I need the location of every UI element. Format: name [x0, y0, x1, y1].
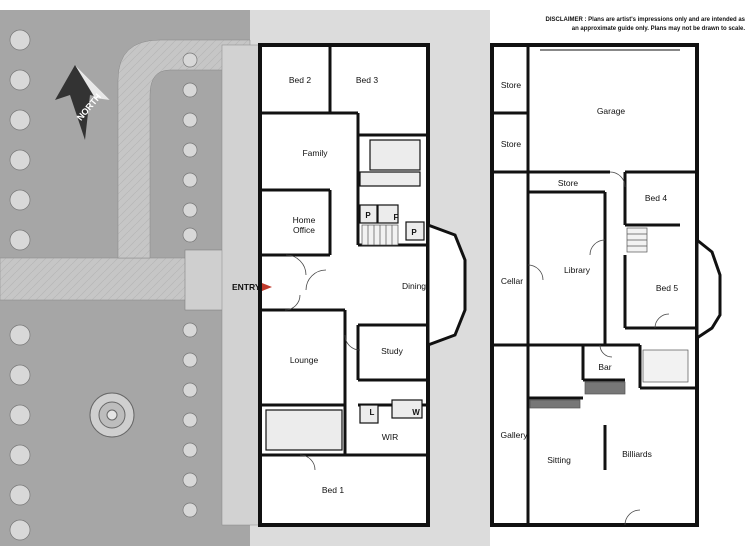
room-store-1: Store — [501, 80, 522, 90]
room-bed1: Bed 1 — [322, 485, 344, 495]
lower-floor-plan — [490, 43, 722, 527]
room-home-office-line2: Office — [293, 225, 315, 235]
room-wir: WIR — [382, 432, 399, 442]
disclaimer-line-1: DISCLAIMER : Plans are artist's impressi… — [546, 17, 746, 23]
room-bed2: Bed 2 — [289, 75, 311, 85]
room-bed4: Bed 4 — [645, 193, 667, 203]
room-gallery: Gallery — [501, 430, 529, 440]
room-pantry-a: P — [365, 211, 371, 220]
fountain — [89, 392, 135, 438]
room-family: Family — [302, 148, 328, 158]
room-wardrobe: W — [412, 408, 420, 417]
room-pantry-b: P — [411, 228, 417, 237]
entry-path — [0, 257, 196, 301]
ground-floor-plan — [258, 43, 467, 527]
room-store-2: Store — [501, 139, 522, 149]
room-bed3: Bed 3 — [356, 75, 378, 85]
room-store-3: Store — [558, 178, 579, 188]
entry-arrow-icon — [262, 283, 272, 291]
room-garage: Garage — [597, 106, 626, 116]
disclaimer-line-2: an approximate guide only. Plans may not… — [572, 26, 746, 32]
room-laundry: L — [370, 408, 375, 417]
room-fridge: F — [394, 213, 399, 222]
room-dining: Dining — [402, 281, 426, 291]
garden-trees — [9, 29, 422, 541]
room-bed5: Bed 5 — [656, 283, 678, 293]
entry-label: ENTRY — [232, 282, 261, 292]
room-lounge: Lounge — [290, 355, 319, 365]
room-library: Library — [564, 265, 591, 275]
room-bar: Bar — [598, 362, 611, 372]
room-billiards: Billiards — [622, 449, 652, 459]
verandah — [221, 44, 261, 526]
room-sitting: Sitting — [547, 455, 571, 465]
room-cellar: Cellar — [501, 276, 523, 286]
room-study: Study — [381, 346, 403, 356]
room-home-office-line1: Home — [293, 215, 316, 225]
